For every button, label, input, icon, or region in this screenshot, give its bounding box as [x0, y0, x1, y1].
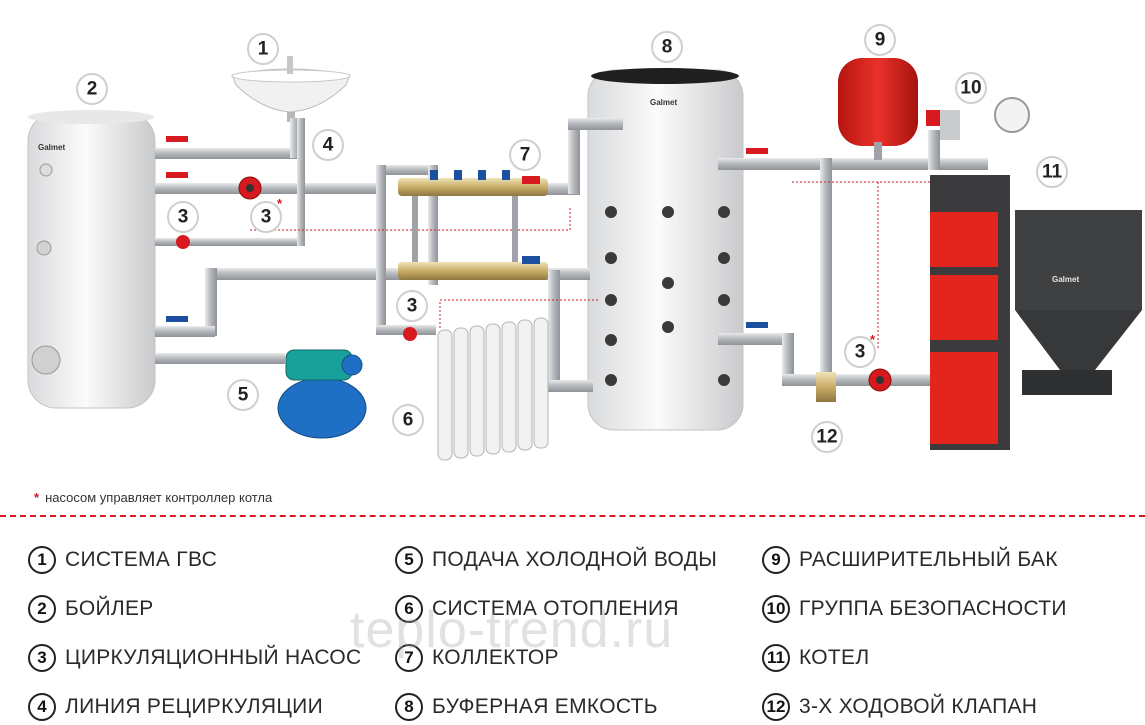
svg-text:3: 3: [261, 207, 272, 228]
valve-handles: [166, 136, 768, 328]
three-way-valve: [816, 372, 836, 402]
legend-label: СИСТЕМА ОТОПЛЕНИЯ: [432, 597, 679, 620]
legend-number: 5: [395, 546, 423, 574]
legend-label: ГРУППА БЕЗОПАСНОСТИ: [799, 597, 1067, 620]
cold-water-pump-station: [277, 349, 367, 439]
callout-3-boiler-pump: 3: [844, 336, 876, 368]
legend-item: 2 БОЙЛЕР: [28, 592, 154, 626]
legend-item: 6 СИСТЕМА ОТОПЛЕНИЯ: [395, 592, 679, 626]
legend-label: БОЙЛЕР: [65, 597, 154, 620]
legend-item: 1 СИСТЕМА ГВС: [28, 543, 217, 577]
legend-label: ПОДАЧА ХОЛОДНОЙ ВОДЫ: [432, 548, 718, 571]
boiler-unit-brand-logo: Galmet: [1052, 275, 1079, 284]
boiler-brand-logo: Galmet: [38, 143, 65, 152]
legend-item: 3 ЦИРКУЛЯЦИОННЫЙ НАСОС: [28, 641, 361, 675]
callout-9: 9: [864, 24, 896, 56]
buffer-brand-logo: Galmet: [650, 98, 677, 107]
controller-wiring: [250, 181, 940, 350]
legend-label: КОЛЛЕКТОР: [432, 646, 559, 669]
controller-note: * насосом управляет контроллер котла: [34, 490, 272, 505]
dashed-divider: [0, 515, 1145, 517]
legend-label: СИСТЕМА ГВС: [65, 548, 218, 571]
svg-text:10: 10: [960, 78, 981, 99]
legend-item: 9 РАСШИРИТЕЛЬНЫЙ БАК: [762, 543, 1058, 577]
callout-10: 10: [955, 72, 987, 104]
legend-number: 7: [395, 644, 423, 672]
note-star: *: [34, 490, 40, 505]
legend-label: 3-Х ХОДОВОЙ КЛАПАН: [799, 695, 1038, 718]
legend-number: 8: [395, 693, 423, 721]
legend-label: ЛИНИЯ РЕЦИРКУЛЯЦИИ: [65, 695, 323, 718]
heating-system-diagram: Galmet Galmet: [27, 24, 1142, 461]
buffer-tank: Galmet: [587, 68, 744, 431]
legend-item: 4 ЛИНИЯ РЕЦИРКУЛЯЦИИ: [28, 690, 323, 724]
callout-2: 2: [76, 73, 108, 105]
svg-text:9: 9: [875, 30, 886, 51]
svg-text:3: 3: [855, 342, 866, 363]
legend-number: 4: [28, 693, 56, 721]
svg-text:3: 3: [178, 207, 189, 228]
legend-number: 10: [762, 595, 790, 623]
safety-group: [926, 97, 1030, 140]
legend-label: ЦИРКУЛЯЦИОННЫЙ НАСОС: [65, 646, 362, 669]
legend-number: 1: [28, 546, 56, 574]
note-text: насосом управляет контроллер котла: [45, 490, 273, 505]
callout-12: 12: [811, 421, 843, 453]
legend-number: 3: [28, 644, 56, 672]
controller-star: *: [277, 196, 283, 211]
radiator: [437, 317, 549, 461]
legend-label: РАСШИРИТЕЛЬНЫЙ БАК: [799, 548, 1058, 571]
legend-number: 12: [762, 693, 790, 721]
legend-label: БУФЕРНАЯ ЕМКОСТЬ: [432, 695, 658, 718]
legend-item: 5 ПОДАЧА ХОЛОДНОЙ ВОДЫ: [395, 543, 717, 577]
svg-text:5: 5: [238, 385, 249, 406]
callout-1: 1: [247, 33, 279, 65]
callout-3-dhw-pump: 3: [250, 201, 282, 233]
svg-text:7: 7: [520, 145, 531, 166]
watermark: teplo-trend.ru: [350, 601, 674, 659]
recirculation-pump: [176, 235, 190, 249]
callout-6: 6: [392, 404, 424, 436]
heating-pump: [403, 327, 417, 341]
manifold-collector: [398, 170, 548, 280]
legend-item: 8 БУФЕРНАЯ ЕМКОСТЬ: [395, 690, 658, 724]
controller-star-boiler: *: [870, 332, 876, 347]
dhw-boiler-tank: Galmet: [27, 110, 156, 409]
svg-text:12: 12: [816, 427, 837, 448]
svg-text:2: 2: [87, 79, 98, 100]
callout-3-recirc: 3: [167, 201, 199, 233]
sink-icon: [231, 56, 351, 122]
legend-item: 10 ГРУППА БЕЗОПАСНОСТИ: [762, 592, 1067, 626]
circulation-pump-boiler: [868, 368, 892, 392]
legend-item: 12 3-Х ХОДОВОЙ КЛАПАН: [762, 690, 1037, 724]
svg-text:1: 1: [258, 39, 269, 60]
legend-number: 2: [28, 595, 56, 623]
legend-number: 9: [762, 546, 790, 574]
callout-3-heating-pump: 3: [396, 290, 428, 322]
legend-number: 6: [395, 595, 423, 623]
legend-item: 11 КОТЕЛ: [762, 641, 869, 675]
callout-5: 5: [227, 379, 259, 411]
callout-8: 8: [651, 31, 683, 63]
svg-text:4: 4: [323, 135, 334, 156]
callout-11: 11: [1036, 156, 1068, 188]
circulation-pump-dhw: [238, 176, 262, 200]
svg-text:8: 8: [662, 37, 673, 58]
svg-text:11: 11: [1042, 162, 1063, 183]
legend-item: 7 КОЛЛЕКТОР: [395, 641, 559, 675]
legend-label: КОТЕЛ: [799, 646, 870, 669]
svg-text:3: 3: [407, 296, 418, 317]
callout-7: 7: [509, 139, 541, 171]
expansion-tank: [838, 58, 918, 160]
legend-number: 11: [762, 644, 790, 672]
callout-4: 4: [312, 129, 344, 161]
svg-text:6: 6: [403, 410, 414, 431]
solid-fuel-boiler: Galmet: [930, 175, 1142, 450]
